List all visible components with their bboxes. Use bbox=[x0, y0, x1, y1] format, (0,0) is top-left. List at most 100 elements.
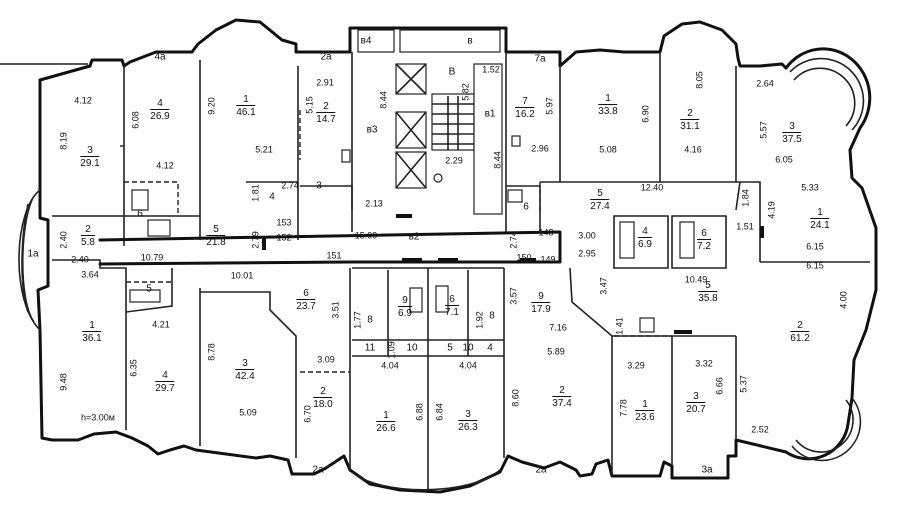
mark-151: 151 bbox=[326, 250, 342, 261]
mark-B: B bbox=[448, 66, 456, 78]
room-area: 7.2 bbox=[697, 239, 711, 252]
stair-elevator-core bbox=[357, 29, 503, 215]
room-area: 17.9 bbox=[531, 302, 551, 315]
mark-150: 150 bbox=[516, 252, 532, 263]
dimension-label: 3.29 bbox=[627, 360, 645, 371]
mark-v-top: в bbox=[467, 35, 473, 47]
dimension-label: 3.00 bbox=[578, 230, 596, 241]
dimension-label: 2.95 bbox=[578, 248, 596, 259]
dashed-partitions bbox=[120, 110, 672, 373]
dimension-label: 4.04 bbox=[381, 360, 399, 371]
mark-v1: в1 bbox=[484, 108, 496, 120]
room-area: 20.7 bbox=[686, 402, 706, 415]
room-number: 2 bbox=[320, 386, 326, 397]
mark-2a-top: 2a bbox=[320, 51, 332, 63]
dimension-label: 8.60 bbox=[510, 389, 521, 407]
ceiling-height-note: h=3.00м bbox=[81, 412, 115, 423]
dimension-label: 8.44 bbox=[492, 151, 503, 169]
dimension-label: 4.16 bbox=[684, 144, 702, 155]
room-number: 1 bbox=[817, 207, 823, 218]
dimension-label: 6.08 bbox=[130, 111, 141, 129]
dimension-label: 5.09 bbox=[239, 407, 257, 418]
dimension-label: 1.51 bbox=[736, 221, 754, 232]
mark-5-small: 5 bbox=[447, 342, 453, 354]
dimension-label: 2.40 bbox=[58, 231, 69, 249]
room-area: 24.1 bbox=[810, 218, 830, 231]
room-area: 21.8 bbox=[206, 235, 226, 248]
mark-8a: 8 bbox=[367, 314, 373, 326]
room-number: 1 bbox=[642, 399, 648, 410]
room-number: 1 bbox=[89, 320, 95, 331]
mark-4a: 4a bbox=[154, 51, 166, 63]
dimension-label: 2.52 bbox=[751, 424, 769, 435]
mark-1a: 1a bbox=[27, 248, 39, 260]
room-number: 3 bbox=[465, 409, 471, 420]
room-area: 31.1 bbox=[680, 119, 700, 132]
mark-v3: в3 bbox=[366, 124, 378, 136]
mark-5-left: 5 bbox=[146, 283, 152, 295]
room-number: 2 bbox=[85, 224, 91, 235]
mark-v2: в2 bbox=[408, 231, 420, 243]
dimension-label: 2.91 bbox=[316, 77, 334, 88]
mark-3-left: 3 bbox=[316, 180, 322, 192]
dimension-label: 1.84 bbox=[740, 189, 751, 207]
mark-3a: 3a bbox=[701, 464, 713, 476]
room-number: 5 bbox=[213, 224, 219, 235]
room-number: 5 bbox=[597, 188, 603, 199]
mark-152: 152 bbox=[276, 232, 292, 243]
mark-v4: в4 bbox=[360, 35, 372, 47]
dimension-label: 1.52 bbox=[482, 64, 500, 75]
dimension-label: 5.08 bbox=[599, 144, 617, 155]
dimension-label: 2.40 bbox=[71, 254, 89, 265]
dimension-label: 5.37 bbox=[738, 375, 749, 393]
doors bbox=[262, 214, 764, 334]
dimension-label: 1.41 bbox=[614, 317, 625, 335]
mark-8b: 8 bbox=[489, 310, 495, 322]
room-area: 46.1 bbox=[236, 105, 256, 118]
mark-6-left: 6 bbox=[137, 208, 143, 220]
room-number: 3 bbox=[693, 391, 699, 402]
dimension-label: 5.89 bbox=[547, 346, 565, 357]
room-area: 23.6 bbox=[635, 410, 655, 423]
dimension-label: 2.13 bbox=[365, 198, 383, 209]
dimension-label: 6.05 bbox=[775, 154, 793, 165]
dimension-label: 5.15 bbox=[304, 96, 315, 114]
mark-11: 11 bbox=[364, 342, 376, 354]
room-area: 37.4 bbox=[552, 396, 572, 409]
mark-4-small: 4 bbox=[487, 342, 493, 354]
dimension-label: 6.35 bbox=[128, 359, 139, 377]
room-area: 29.7 bbox=[155, 381, 175, 394]
mark-7a: 7a bbox=[534, 53, 546, 65]
dimension-label: 4.04 bbox=[459, 360, 477, 371]
mark-10b: 10 bbox=[462, 342, 474, 354]
mark-6-right: 6 bbox=[523, 201, 529, 213]
dimension-label: 2.29 bbox=[445, 155, 463, 166]
dimension-label: 2.74 bbox=[508, 231, 519, 249]
dimension-label: 15.99 bbox=[354, 230, 378, 241]
room-area: 5.8 bbox=[81, 235, 95, 248]
dimension-label: 10.01 bbox=[230, 270, 254, 281]
bathroom-fixtures bbox=[129, 135, 695, 333]
dimension-label: 4.12 bbox=[156, 160, 174, 171]
dimension-label: 3.57 bbox=[508, 287, 519, 305]
room-area: 26.3 bbox=[458, 420, 478, 433]
exterior-walls bbox=[0, 18, 878, 494]
room-number: 7 bbox=[522, 96, 528, 107]
dimension-label: 6.88 bbox=[414, 403, 425, 421]
dimension-label: 1.09 bbox=[386, 341, 397, 359]
room-number: 2 bbox=[559, 385, 565, 396]
